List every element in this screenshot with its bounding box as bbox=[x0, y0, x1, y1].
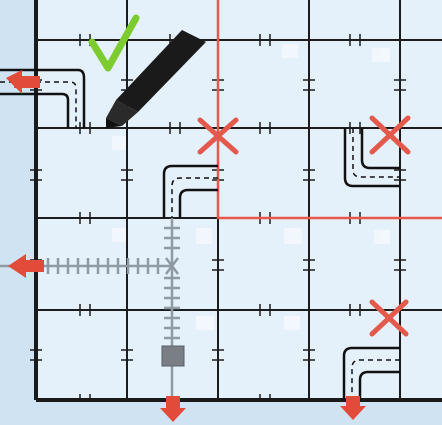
station-block bbox=[162, 346, 184, 366]
